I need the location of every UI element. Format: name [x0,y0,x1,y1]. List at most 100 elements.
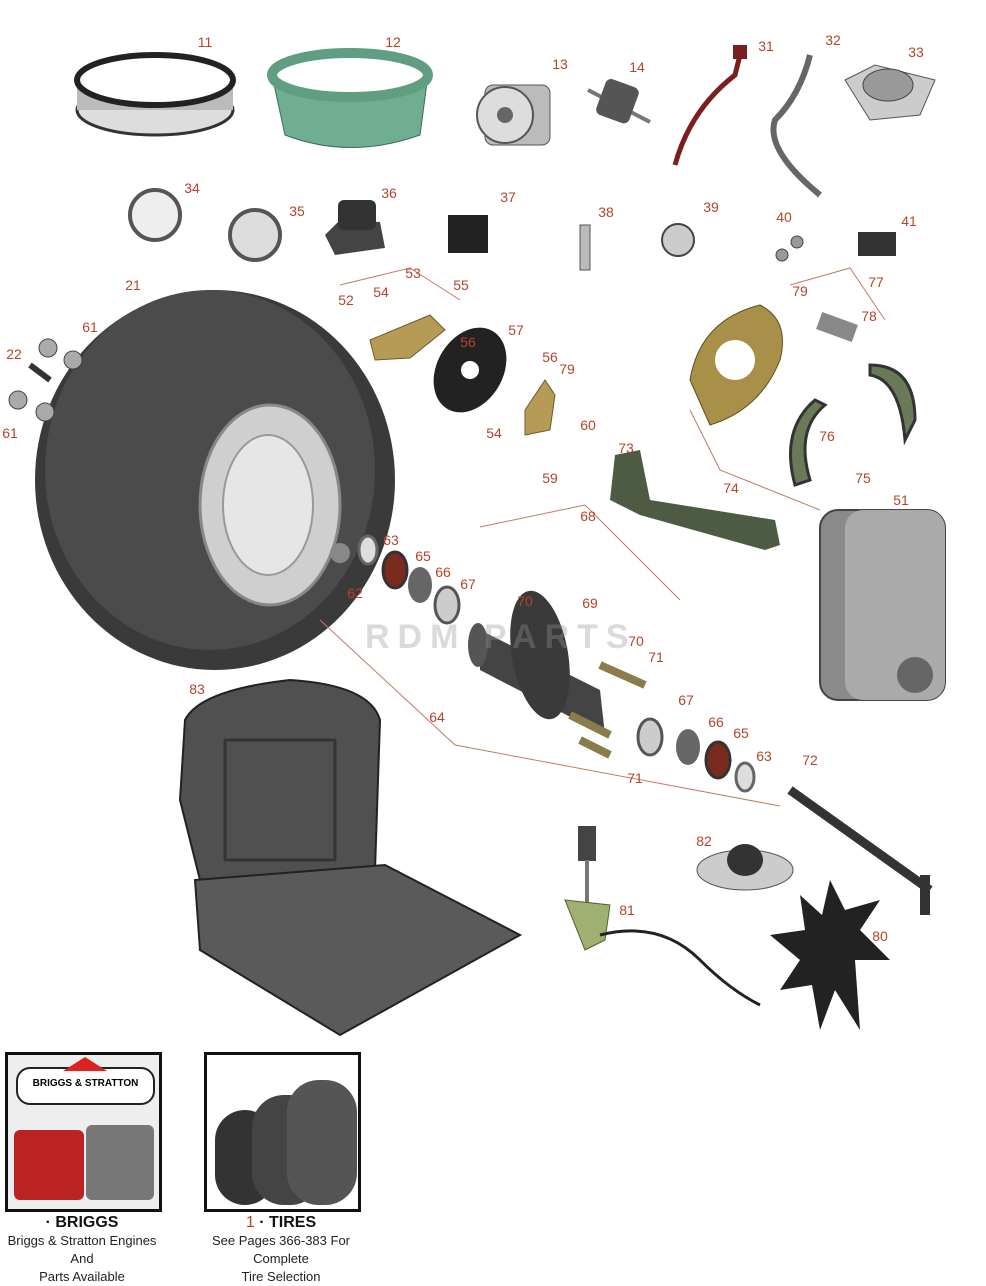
tires-number: 1 [245,1214,255,1231]
callout: 39 [703,199,719,215]
callout: 71 [648,649,664,665]
callout: 78 [861,308,877,324]
callout: 70 [628,633,644,649]
callout: 21 [125,277,141,293]
engine-image [14,1130,84,1200]
callout: 68 [580,508,596,524]
bearings-seals-right-part [636,717,756,793]
keys-part [775,235,804,262]
cable-connector [733,45,747,59]
briggs-desc-line1: Briggs & Stratton Engines And [7,1233,157,1266]
briggs-image-box[interactable]: BRIGGS & STRATTON [5,1052,162,1212]
callout: 61 [82,319,98,335]
callout: 80 [872,928,888,944]
callout: 35 [289,203,305,219]
tires-desc-line1: See Pages 366-383 For Complete [211,1233,351,1266]
axle-part [787,786,933,915]
lug-nuts-part [8,338,83,422]
wheel-hub-part [468,590,605,735]
callout: 51 [893,492,909,508]
engine-image [86,1125,154,1200]
hour-meter-part [858,232,896,256]
callout: 38 [598,204,614,220]
callout: 63 [756,748,772,764]
impeller-part [770,880,890,1030]
callout: 12 [385,34,401,50]
callout: 65 [733,725,749,741]
callout: 77 [868,274,884,290]
leader-lines [319,267,886,807]
tires-desc-line2: Tire Selection [241,1269,321,1284]
callout: 65 [415,548,431,564]
callout: 62 [347,585,363,601]
callout: 31 [758,38,774,54]
brake-shoe-part [789,398,828,487]
callout: 67 [678,692,694,708]
callout: 54 [486,425,502,441]
callout: 75 [855,470,871,486]
callout: 60 [580,417,596,433]
callout: 22 [6,346,22,362]
callout: 69 [582,595,598,611]
pivot-pin-part [816,312,858,342]
tires-image-box[interactable] [204,1052,361,1212]
bearings-seals-left-part [357,534,461,625]
callout: 59 [542,470,558,486]
tires-title[interactable]: TIRES [269,1214,317,1231]
callout: 64 [429,709,445,725]
tires-prefix: · [259,1214,265,1231]
gauge-34-part [128,188,182,242]
callout: 54 [373,284,389,300]
callout: 74 [723,480,739,496]
callout: 55 [453,277,469,293]
callout: 83 [189,681,205,697]
callout: 34 [184,180,200,196]
oil-filter-part [476,84,551,146]
callout: 79 [792,283,808,299]
brake-disc-part [433,327,507,413]
callout: 72 [802,752,818,768]
watermark: RDM PARTS [365,618,637,656]
callout: 73 [618,440,634,456]
bearing-flange-79-part [524,379,556,436]
callout: 82 [696,833,712,849]
callout: 41 [901,213,917,229]
brake-shoe-part [868,363,917,446]
callout: 57 [508,322,524,338]
briggs-logo-text: BRIGGS & STRATTON [32,1078,139,1089]
cable-32-part [770,54,822,198]
gauge-35-part [228,208,282,262]
callout: 13 [552,56,568,72]
throttle-lever-part [564,826,761,1007]
callout: 37 [500,189,516,205]
brake-backing-plate-part [689,304,783,426]
callout: 14 [629,59,645,75]
callout: 53 [405,265,421,281]
callout: 36 [381,185,397,201]
callout: 66 [708,714,724,730]
isolator-mount-33-part [844,64,936,121]
callout: 76 [819,428,835,444]
tire-image [287,1080,357,1205]
briggs-caption: · BRIGGS Briggs & Stratton Engines And P… [0,1214,164,1286]
callout: 63 [383,532,399,548]
bearing-flange-53-part [369,314,446,361]
briggs-prefix: · [45,1214,51,1231]
briggs-title[interactable]: BRIGGS [55,1214,119,1231]
callout: 11 [197,34,213,50]
cable-31-part [672,54,743,166]
callout: 79 [559,361,575,377]
callout: 33 [908,44,924,60]
seat-part [178,678,523,1037]
callout: 40 [776,209,792,225]
isolator-mount-82-part [696,844,794,891]
callout: 71 [627,770,643,786]
callout: 32 [825,32,841,48]
briggs-logo: BRIGGS & STRATTON [16,1057,155,1105]
callout: 61 [2,425,18,441]
air-filter-part [74,52,236,137]
callout: 56 [460,334,476,350]
tire-wheel-part [35,290,395,670]
solenoid-part [325,200,385,255]
